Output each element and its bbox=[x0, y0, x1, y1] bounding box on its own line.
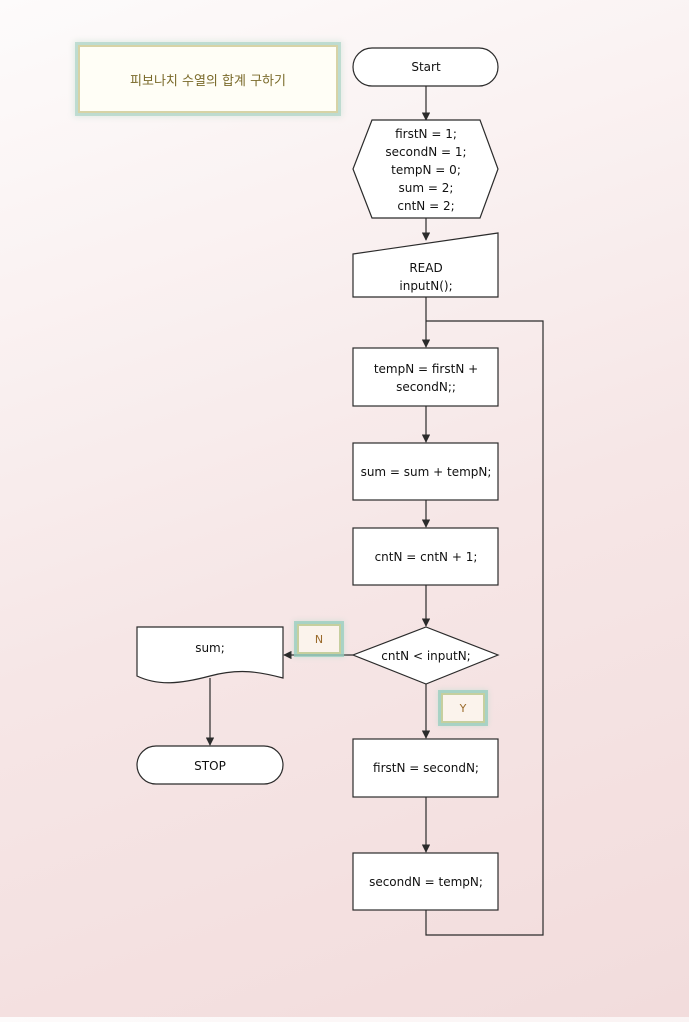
sum-assign-label: sum = sum + tempN; bbox=[361, 465, 492, 479]
init-line-1: firstN = 1; bbox=[395, 127, 457, 141]
branch-label-yes-text: Y bbox=[459, 701, 467, 715]
edge-loop-back bbox=[425, 320, 544, 936]
stop-terminator bbox=[136, 745, 284, 785]
stop-label: STOP bbox=[194, 759, 226, 773]
start-label: Start bbox=[411, 60, 441, 74]
first-assign-label: firstN = secondN; bbox=[373, 761, 479, 775]
condition-label: cntN < inputN; bbox=[381, 649, 470, 663]
temp-line-1: tempN = firstN + bbox=[374, 362, 478, 376]
second-assign-label: secondN = tempN; bbox=[369, 875, 483, 889]
branch-label-no-text: N bbox=[314, 632, 324, 646]
output-label: sum; bbox=[195, 641, 225, 655]
diagram-title-text: 피보나치 수열의 합계 구하기 bbox=[130, 73, 286, 89]
output-document bbox=[136, 626, 284, 684]
init-line-4: sum = 2; bbox=[399, 181, 454, 195]
second-assign-process bbox=[352, 852, 499, 911]
temp-line-2: secondN;; bbox=[396, 380, 456, 394]
start-terminator bbox=[352, 47, 499, 87]
read-line-2: inputN(); bbox=[399, 279, 452, 293]
diagram-title: 피보나치 수열의 합계 구하기 bbox=[78, 45, 338, 113]
read-line-1: READ bbox=[409, 261, 442, 275]
branch-label-no: N bbox=[297, 624, 341, 654]
init-preparation bbox=[352, 119, 499, 219]
cnt-inc-label: cntN = cntN + 1; bbox=[375, 550, 478, 564]
init-line-5: cntN = 2; bbox=[397, 199, 454, 213]
temp-assign-process bbox=[352, 347, 499, 407]
cnt-inc-process bbox=[352, 527, 499, 586]
init-line-2: secondN = 1; bbox=[385, 145, 466, 159]
first-assign-process bbox=[352, 738, 499, 798]
sum-assign-process bbox=[352, 442, 499, 501]
condition-decision bbox=[351, 626, 500, 685]
read-manual-input bbox=[352, 232, 499, 298]
branch-label-yes: Y bbox=[441, 693, 485, 723]
init-line-3: tempN = 0; bbox=[391, 163, 461, 177]
